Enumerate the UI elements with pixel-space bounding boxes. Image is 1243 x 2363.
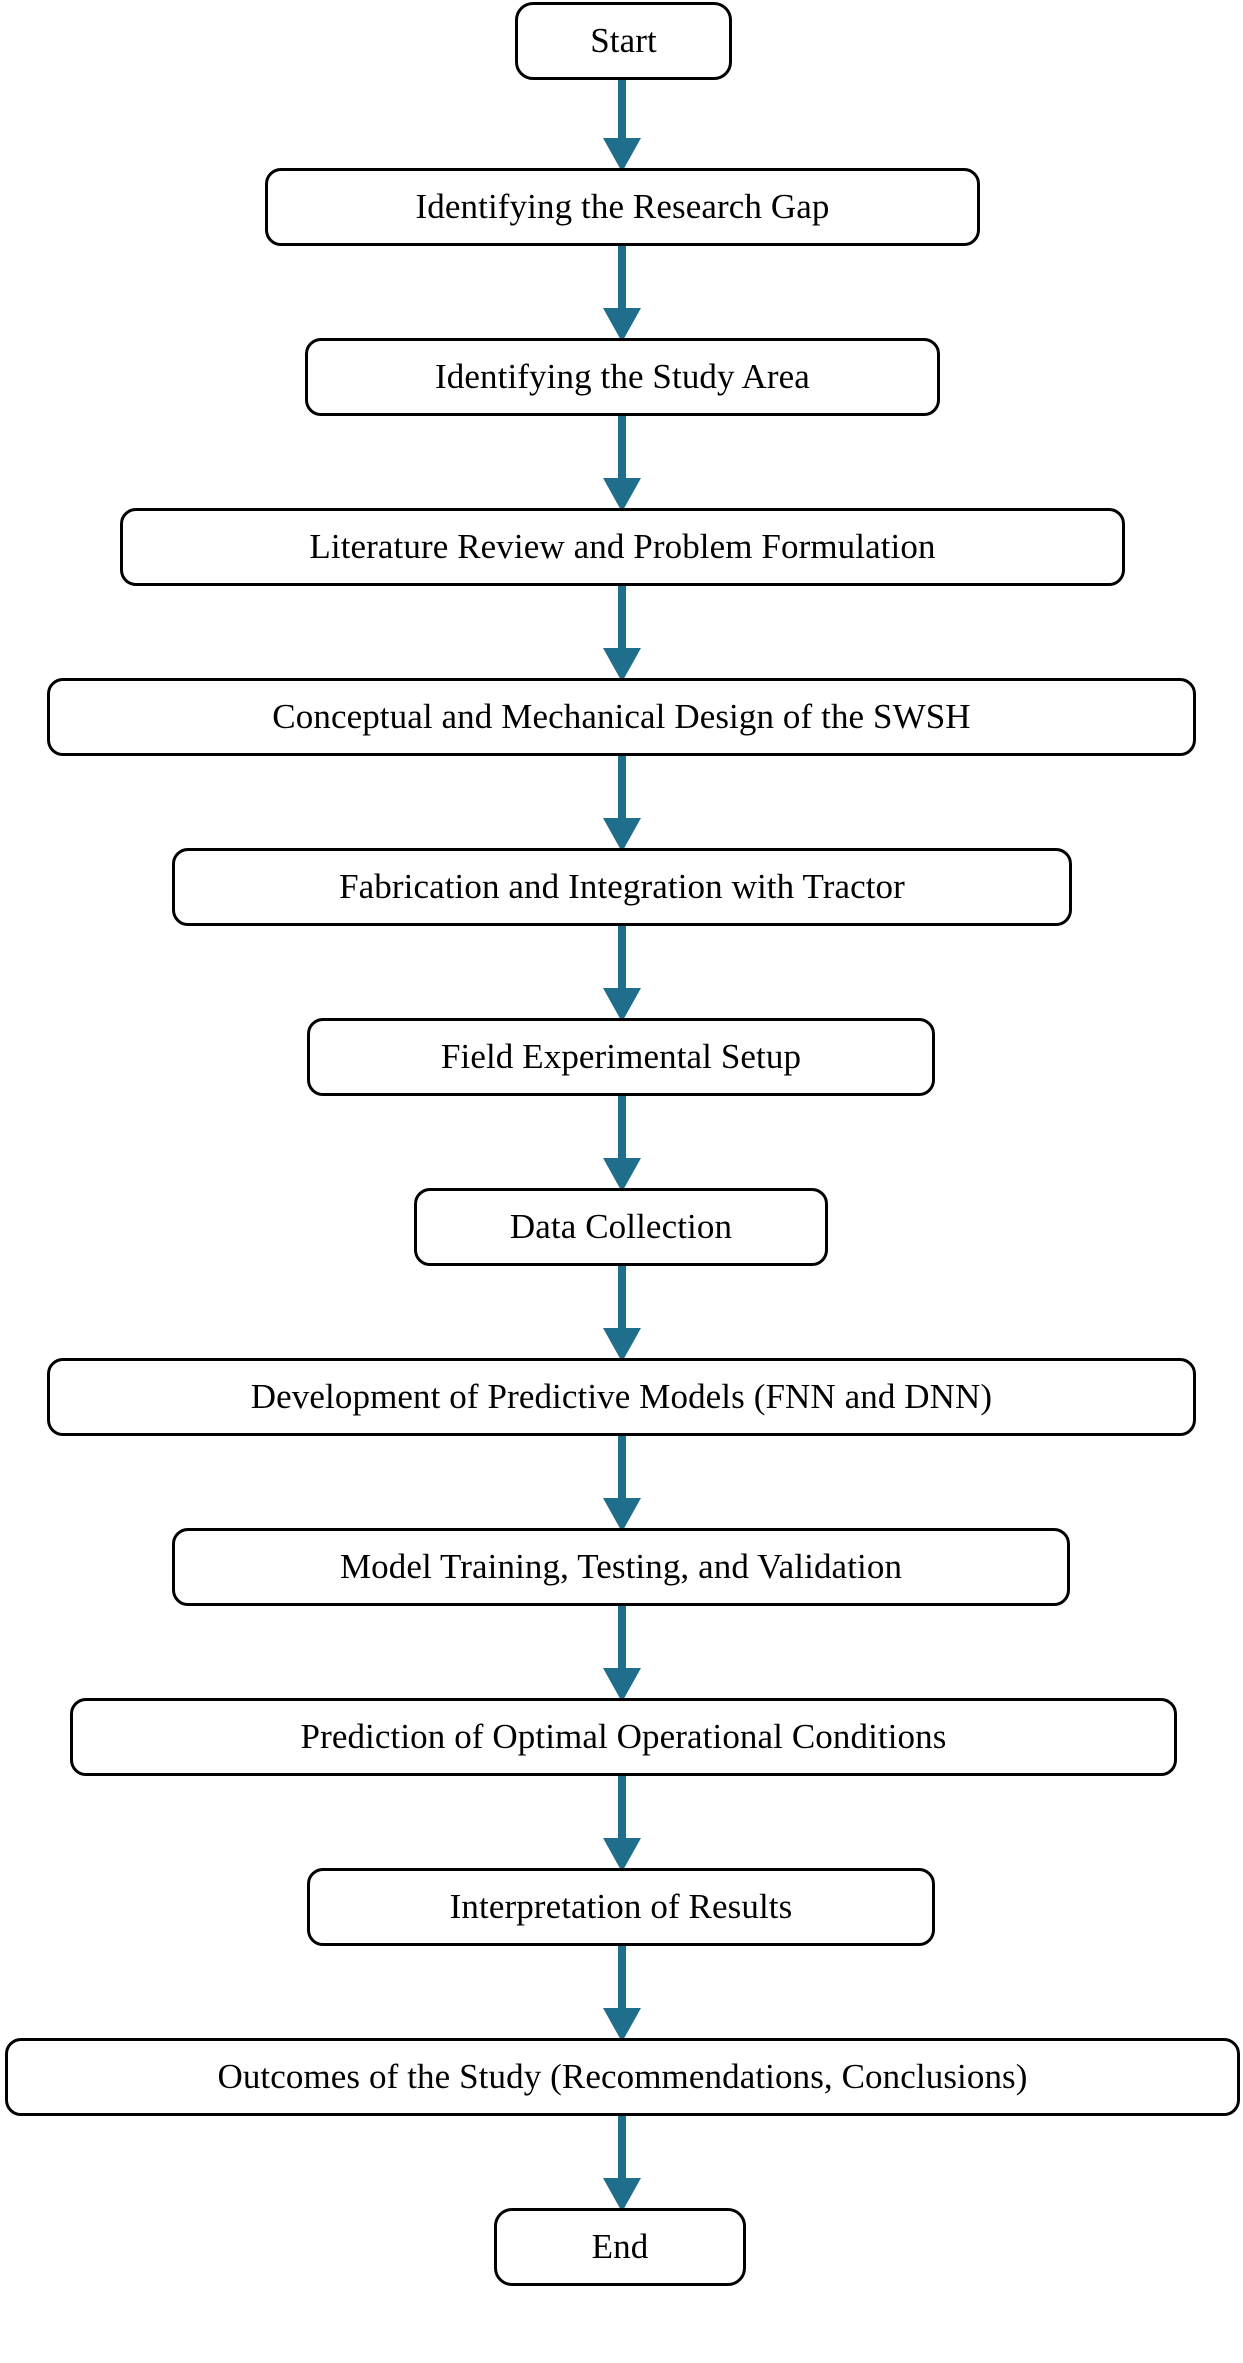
flow-node-interpretation[interactable]: Interpretation of Results	[307, 1868, 935, 1946]
flow-node-label: Outcomes of the Study (Recommendations, …	[217, 2056, 1028, 2096]
flow-node-end[interactable]: End	[494, 2208, 746, 2286]
flow-node-label: Conceptual and Mechanical Design of the …	[272, 696, 971, 736]
flow-node-label: Prediction of Optimal Operational Condit…	[300, 1716, 947, 1756]
flow-node-label: Start	[590, 20, 657, 60]
flow-node-label: Model Training, Testing, and Validation	[339, 1546, 903, 1586]
flow-node-prediction-optimal[interactable]: Prediction of Optimal Operational Condit…	[70, 1698, 1177, 1776]
flow-node-label: Identifying the Study Area	[435, 356, 810, 396]
flow-node-study-area[interactable]: Identifying the Study Area	[305, 338, 940, 416]
flow-node-research-gap[interactable]: Identifying the Research Gap	[265, 168, 980, 246]
flow-node-label: Identifying the Research Gap	[415, 186, 830, 226]
flow-node-label: Development of Predictive Models (FNN an…	[250, 1376, 993, 1416]
flow-node-start[interactable]: Start	[515, 2, 732, 80]
flow-node-label: Literature Review and Problem Formulatio…	[309, 526, 936, 566]
flow-node-literature-review[interactable]: Literature Review and Problem Formulatio…	[120, 508, 1125, 586]
flow-node-model-training[interactable]: Model Training, Testing, and Validation	[172, 1528, 1070, 1606]
flow-node-label: Field Experimental Setup	[440, 1036, 802, 1076]
flow-node-predictive-models[interactable]: Development of Predictive Models (FNN an…	[47, 1358, 1196, 1436]
flow-node-fabrication[interactable]: Fabrication and Integration with Tractor	[172, 848, 1072, 926]
flow-node-outcomes[interactable]: Outcomes of the Study (Recommendations, …	[5, 2038, 1240, 2116]
flow-node-data-collection[interactable]: Data Collection	[414, 1188, 828, 1266]
flow-node-field-setup[interactable]: Field Experimental Setup	[307, 1018, 935, 1096]
flow-node-conceptual-design[interactable]: Conceptual and Mechanical Design of the …	[47, 678, 1196, 756]
flow-node-label: Interpretation of Results	[449, 1886, 793, 1926]
flow-node-label: Data Collection	[509, 1206, 733, 1246]
flow-node-label: End	[591, 2226, 649, 2266]
flow-node-label: Fabrication and Integration with Tractor	[339, 866, 905, 906]
